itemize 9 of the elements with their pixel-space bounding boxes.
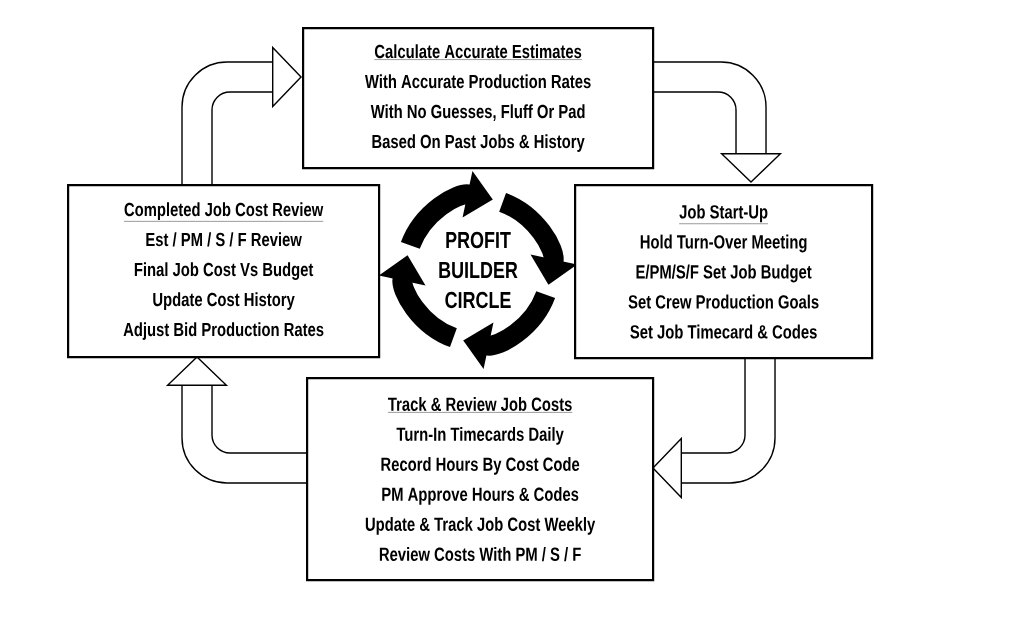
step-box: Calculate Accurate Estimates With Accurate Production Rates With No Guesses, Fluff Or Pad Based On Past Jobs & History — [302, 27, 655, 170]
block-arrow — [181, 45, 302, 185]
block-arrow — [652, 356, 776, 500]
step-box: Completed Job Cost Review Est / PM / S / F Review Final Job Cost Vs Budget Update Cost History Adjust Bid Production Rates — [67, 184, 381, 359]
step-box: Track & Review Job Costs Turn-In Timecards Daily Record Hours By Cost Code PM Approve Hours & Codes Update & Track Job Cost Weekly Review Costs With PM / S / F — [306, 377, 655, 582]
block-arrow — [165, 356, 307, 484]
centre-label: PROFIT BUILDER CIRCLE — [439, 231, 518, 309]
step-box: Job Start-Up Hold Turn-Over Meeting E/PM/S/F Set Job Budget Set Crew Production Goals Set Job Timecard & Codes — [574, 184, 874, 360]
block-arrow — [651, 61, 783, 183]
